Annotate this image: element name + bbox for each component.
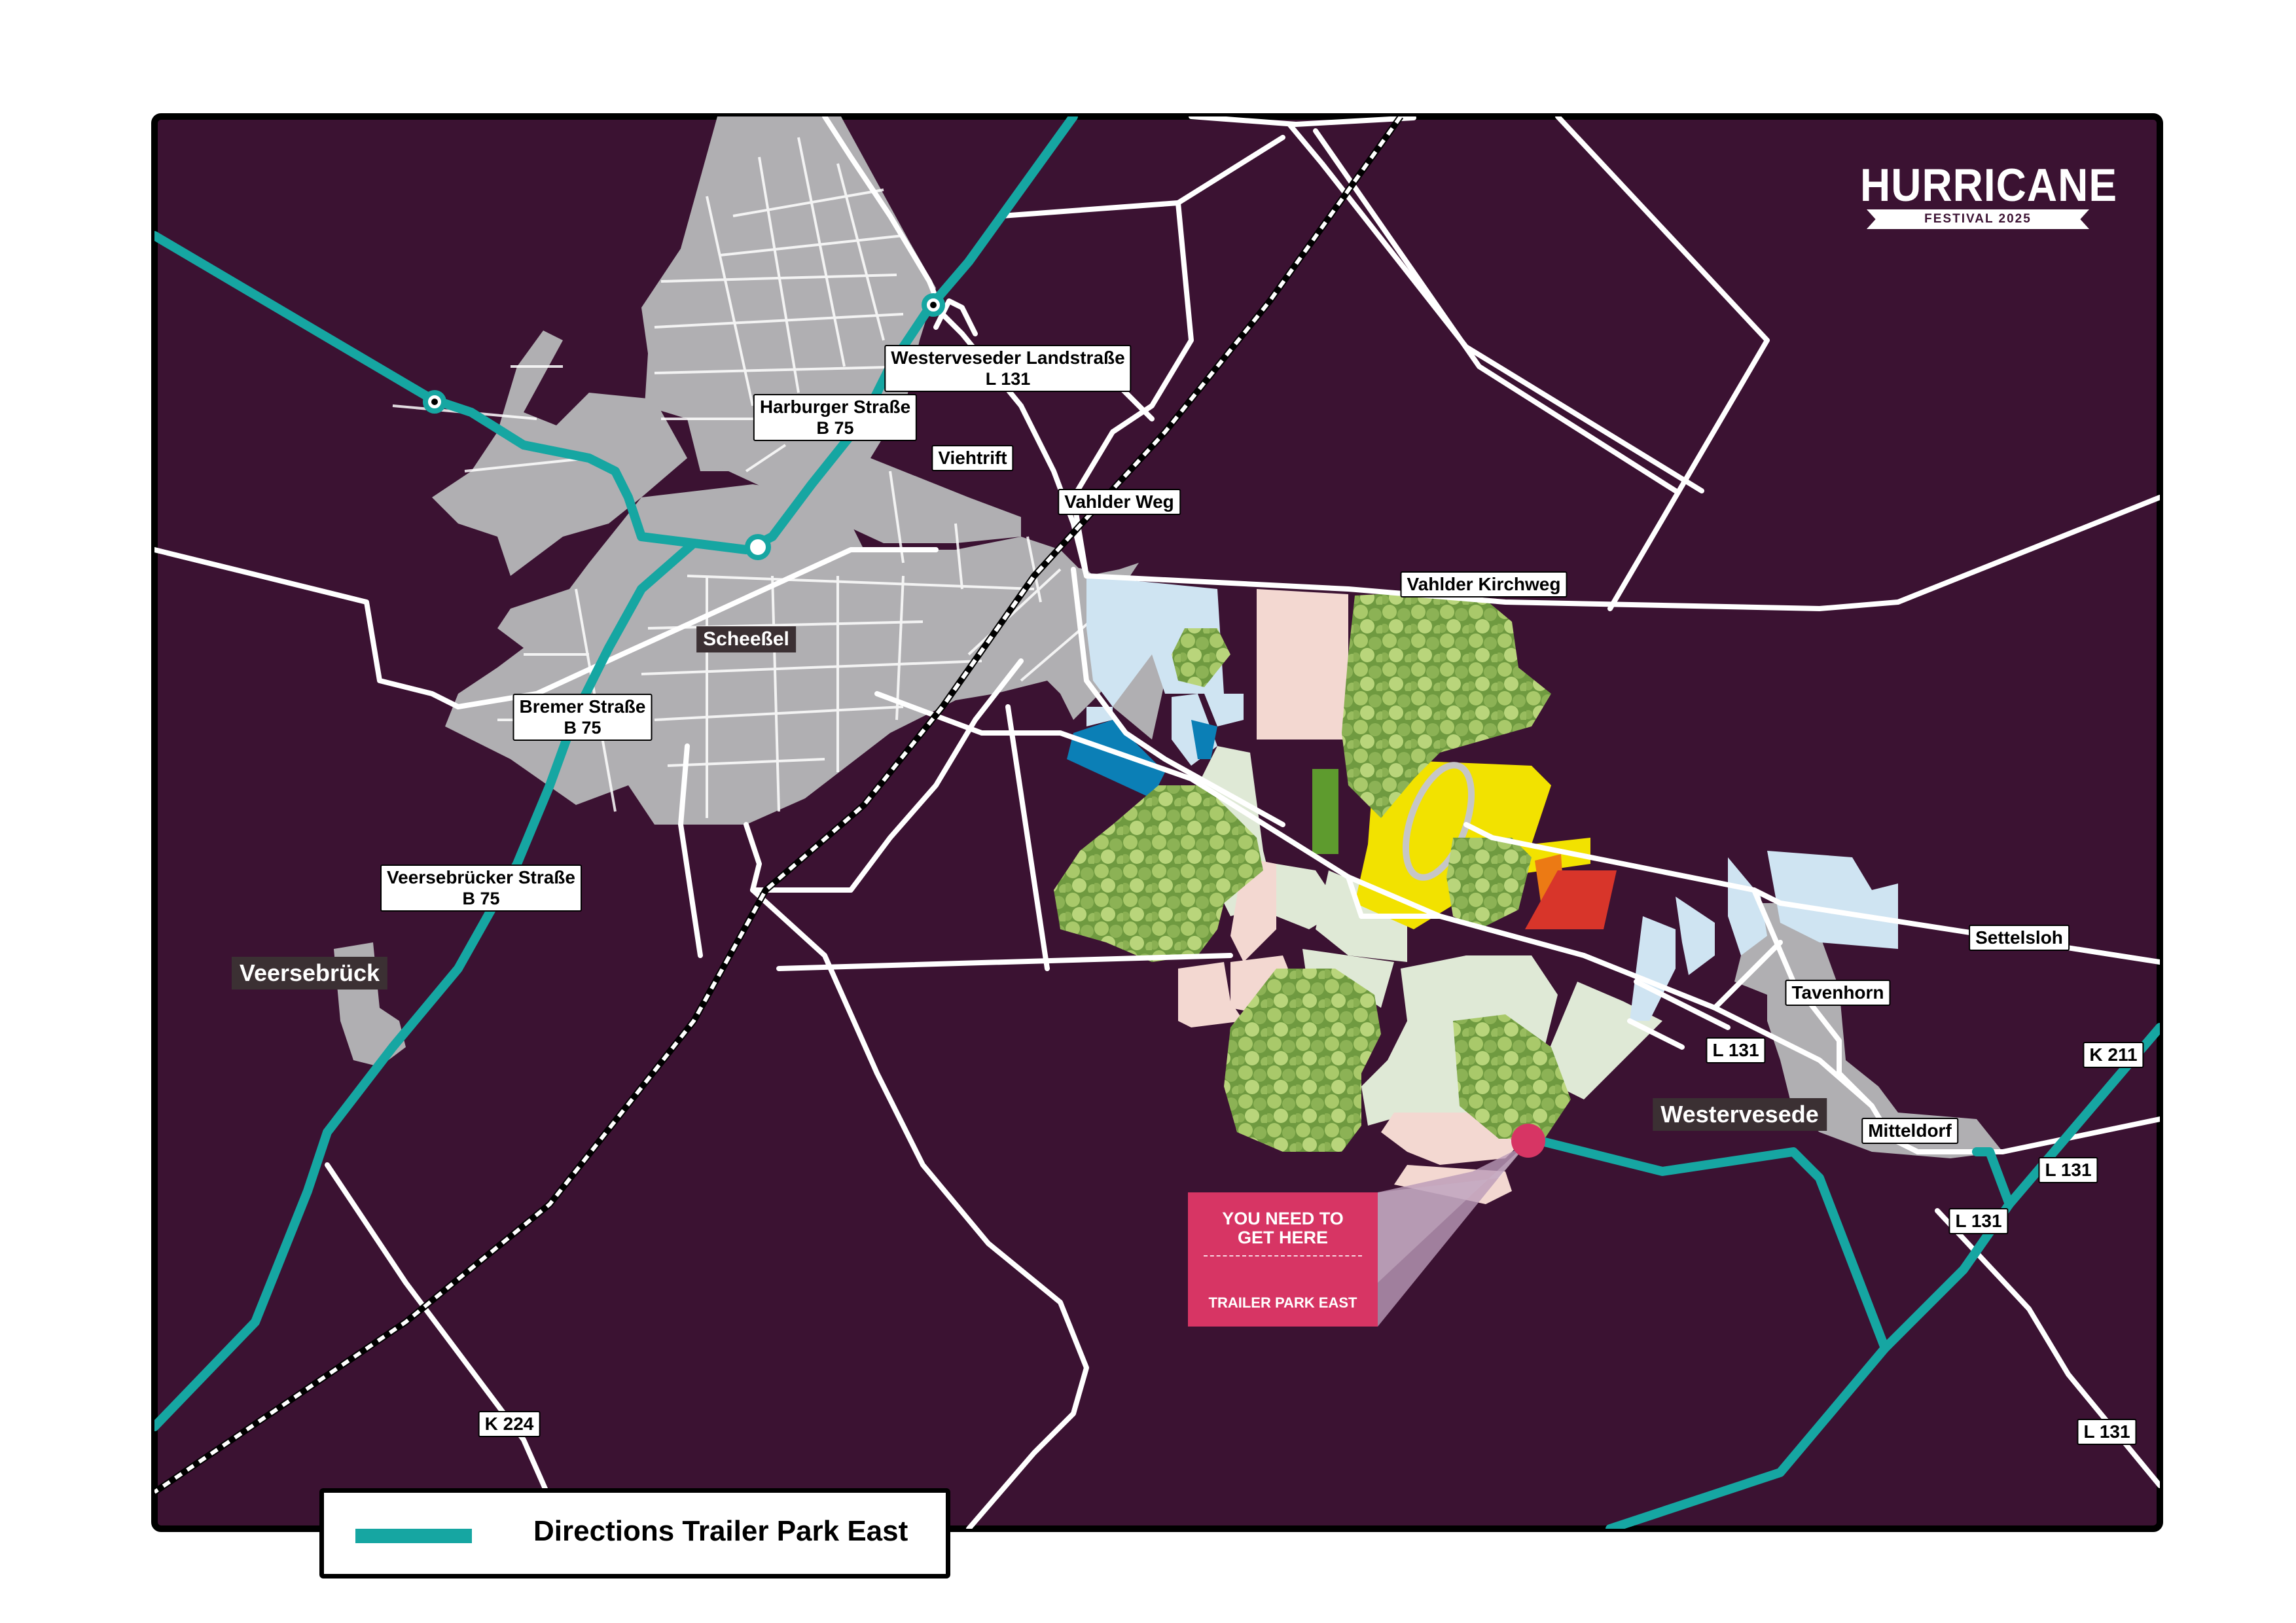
target-beam-shade (1378, 1145, 1525, 1327)
target-line-1: YOU NEED TO (1222, 1209, 1344, 1228)
route-legend-icon (355, 1529, 472, 1543)
road-label-k224: K 224 (478, 1411, 541, 1437)
town-westervesede-area (1734, 903, 2003, 1158)
location-pin-icon (1511, 1124, 1545, 1158)
road-label-westerveseder: Westerveseder Landstraße L 131 (884, 345, 1132, 392)
road-label-tavenhorn: Tavenhorn (1785, 980, 1891, 1006)
town-scheessel-area (432, 116, 1165, 825)
road-label-l131-c: L 131 (1948, 1208, 2009, 1234)
road-label-l131-b: L 131 (2038, 1157, 2098, 1183)
route-junction-markers (423, 293, 945, 560)
forest-areas (1054, 589, 1571, 1152)
road-label-settelsloh: Settelsloh (1969, 925, 2070, 951)
map-legend: Directions Trailer Park East (319, 1488, 950, 1578)
road-label-k211: K 211 (2083, 1042, 2144, 1068)
place-label-veersebrueck: Veersebrück (231, 957, 388, 990)
logo-subtitle: FESTIVAL 2025 (1867, 209, 2089, 229)
road-label-vahlder-kirchweg: Vahlder Kirchweg (1400, 571, 1568, 597)
target-line-2: GET HERE (1237, 1228, 1329, 1247)
road-label-mitteldorf: Mitteldorf (1861, 1118, 1958, 1144)
target-caption: TRAILER PARK EAST (1208, 1294, 1357, 1311)
road-label-vahlder-weg: Vahlder Weg (1058, 489, 1181, 515)
railway-line (154, 116, 1404, 1495)
hurricane-festival-logo: HURRICANE FESTIVAL 2025 (1860, 159, 2117, 229)
legend-label: Directions Trailer Park East (533, 1515, 908, 1547)
road-label-l131-d: L 131 (2077, 1419, 2137, 1445)
logo-brand: HURRICANE (1860, 159, 2117, 211)
target-info-box: YOU NEED TO GET HERE TRAILER PARK EAST (1188, 1192, 1378, 1327)
road-label-viehtrift: Viehtrift (931, 445, 1014, 471)
road-label-harburger: Harburger Straße B 75 (753, 394, 918, 441)
road-label-l131-a: L 131 (1706, 1037, 1766, 1063)
road-label-bremer: Bremer Straße B 75 (512, 694, 653, 741)
road-label-veersebruecker: Veersebrücker Straße B 75 (380, 865, 582, 912)
target-divider (1204, 1255, 1362, 1257)
place-label-westervesede: Westervesede (1653, 1098, 1827, 1131)
place-label-scheessel: Scheeßel (696, 626, 796, 652)
junction-dots (431, 302, 937, 405)
